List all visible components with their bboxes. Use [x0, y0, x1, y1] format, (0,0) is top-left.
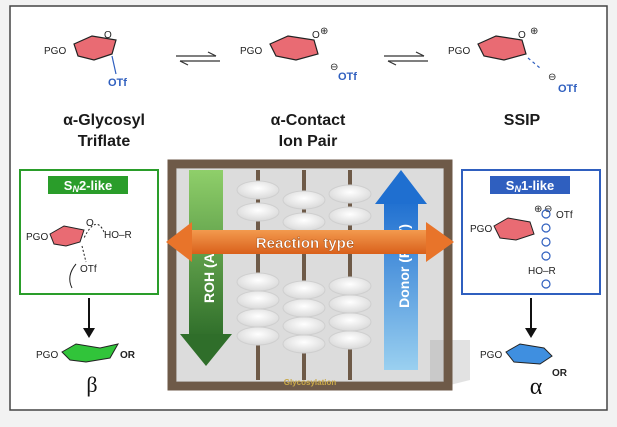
svg-text:OR: OR — [552, 368, 568, 379]
abacus-bead — [282, 316, 326, 336]
equilibrium-arrow-1 — [176, 51, 220, 66]
svg-text:HO–R: HO–R — [528, 266, 556, 277]
sn2-box: SN2-like PGO O HO–R OTf — [19, 169, 159, 295]
svg-text:⊕: ⊕ — [530, 26, 538, 37]
abacus-bead — [282, 334, 326, 354]
sn2-title: SN2-like — [64, 178, 112, 194]
svg-text:O: O — [104, 30, 112, 41]
svg-text:PGO: PGO — [240, 46, 262, 57]
name-glycosyl-triflate-1: α-Glycosyl — [63, 112, 145, 129]
sugar-ring-red — [493, 217, 535, 241]
name-contact-ion-pair-1: α-Contact — [271, 112, 346, 129]
name-glycosyl-triflate-2: Triflate — [78, 133, 131, 150]
sugar-ring-red — [49, 225, 85, 247]
curved-arrow-icon — [69, 263, 77, 289]
otf-label: OTf — [108, 77, 127, 89]
svg-text:O: O — [312, 30, 320, 41]
svg-text:⊖: ⊖ — [548, 72, 556, 83]
sn2-title-badge — [48, 176, 128, 194]
svg-text:PGO: PGO — [470, 224, 492, 235]
pgo-label: PGO — [44, 46, 66, 57]
svg-text:PGO: PGO — [480, 350, 502, 361]
abacus-bead — [328, 276, 372, 296]
abacus-bead — [328, 312, 372, 332]
abacus-bead — [236, 202, 280, 222]
abacus-bead — [328, 184, 372, 204]
cation-charge-icon: ⊕ — [320, 26, 328, 37]
reaction-type-arrow: Reaction type — [166, 222, 454, 262]
sn1-title: SN1-like — [506, 178, 554, 194]
abacus-bead — [328, 206, 372, 226]
sugar-ring-red — [477, 35, 527, 61]
sn1-title-badge — [490, 176, 570, 194]
svg-text:OTf: OTf — [558, 83, 577, 95]
abacus-bead — [282, 212, 326, 232]
svg-text:⊖: ⊖ — [544, 204, 552, 215]
abacus-bead — [328, 330, 372, 350]
svg-text:PGO: PGO — [36, 350, 58, 361]
svg-text:PGO: PGO — [26, 232, 48, 243]
abacus-rod — [302, 170, 306, 380]
sn1-box: SN1-like PGO ⊕ ⊖ OTf HO–R — [461, 169, 601, 295]
abacus-bead — [236, 308, 280, 328]
alpha-product: PGO OR α — [480, 343, 568, 400]
abacus-bead — [236, 326, 280, 346]
abacus-base-label: Glycosylation — [284, 378, 337, 387]
abacus-bead — [282, 190, 326, 210]
svg-text:O: O — [518, 30, 526, 41]
abacus-bead — [282, 298, 326, 318]
species-contact-ion-pair: PGO O ⊕ ⊖ OTf — [240, 26, 357, 83]
abacus-bead — [236, 290, 280, 310]
equilibrium-arrow-2 — [384, 51, 428, 66]
abacus-rod — [348, 170, 352, 380]
svg-text:OTf: OTf — [80, 264, 97, 275]
species-glycosyl-triflate: PGO O OTf — [44, 30, 127, 89]
curved-arrow-icon — [83, 223, 105, 239]
svg-text:⊕: ⊕ — [534, 204, 542, 215]
svg-text:PGO: PGO — [448, 46, 470, 57]
abacus-bead — [282, 280, 326, 300]
sugar-ring-blue — [505, 343, 553, 365]
nucleophile-label: HO–R — [104, 230, 132, 241]
anion-charge-icon: ⊖ — [330, 62, 338, 73]
svg-text:O: O — [86, 218, 94, 229]
reaction-type-label: Reaction type — [256, 235, 354, 252]
abacus-bead — [328, 294, 372, 314]
svg-text:OTf: OTf — [556, 210, 573, 221]
beta-product: PGO OR β — [36, 343, 136, 397]
dotted-chain — [541, 209, 551, 289]
abacus-bead — [236, 272, 280, 292]
sugar-ring-red — [269, 35, 319, 61]
alpha-symbol: α — [530, 374, 543, 400]
beta-symbol: β — [86, 372, 97, 397]
svg-text:OR: OR — [120, 350, 136, 361]
bond-line — [111, 55, 117, 75]
species-ssip: PGO O ⊕ ⊖ OTf — [448, 26, 577, 95]
sugar-ring-green — [61, 343, 119, 363]
abacus-bead — [236, 180, 280, 200]
svg-text:OTf: OTf — [338, 71, 357, 83]
abacus-frame — [167, 159, 453, 391]
sugar-ring-red — [73, 35, 117, 61]
donor-arrow: Donor (RRV) — [375, 170, 427, 370]
name-ssip: SSIP — [504, 112, 541, 129]
name-contact-ion-pair-2: Ion Pair — [279, 133, 338, 150]
